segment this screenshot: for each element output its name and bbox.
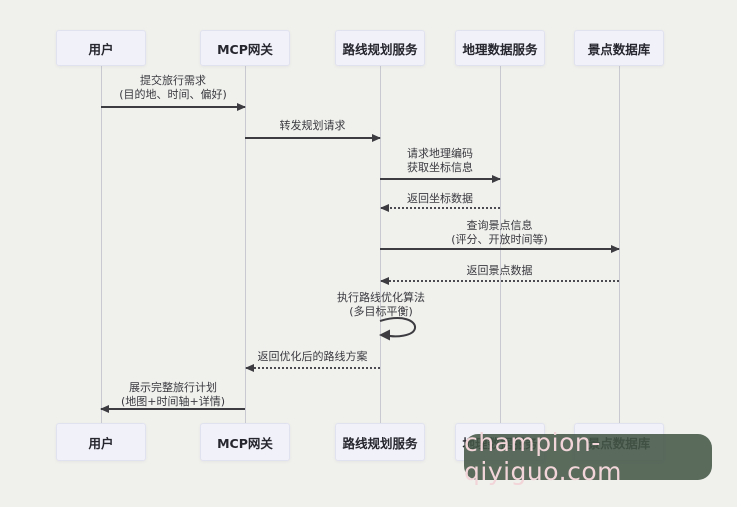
actor-top-route-planning-service: 路线规划服务: [335, 30, 425, 66]
arrowhead-left-icon: [380, 204, 389, 212]
arrowhead-left-icon: [380, 277, 389, 285]
lifeline-geo-data-service: [500, 66, 501, 423]
message-label-run-route-optimization: 执行路线优化算法 (多目标平衡): [337, 291, 425, 318]
message-label-return-poi-data: 返回景点数据: [466, 264, 533, 277]
arrow-request-geocoding: [380, 175, 501, 183]
actor-label: 景点数据库: [587, 41, 651, 57]
message-label-forward-planning-request: 转发规划请求: [279, 119, 346, 132]
actor-label: 路线规划服务: [342, 435, 418, 451]
actor-bottom-mcp-gateway: MCP网关: [200, 423, 290, 461]
actor-label: MCP网关: [217, 435, 273, 451]
arrowhead-right-icon: [611, 245, 620, 253]
actor-label: 路线规划服务: [342, 41, 418, 57]
watermark-badge: champion-qiyiguo.com: [464, 428, 712, 486]
lifeline-user: [101, 66, 102, 423]
lifeline-poi-database: [619, 66, 620, 423]
arrowhead-left-icon: [100, 405, 109, 413]
actor-label: 用户: [88, 435, 114, 451]
actor-top-poi-database: 景点数据库: [574, 30, 664, 66]
arrow-return-poi-data: [380, 277, 619, 285]
message-label-submit-travel-request: 提交旅行需求 (目的地、时间、偏好): [119, 74, 227, 101]
message-label-query-poi-info: 查询景点信息 (评分、开放时间等): [451, 219, 548, 246]
actor-label: 地理数据服务: [462, 41, 538, 57]
arrowhead-right-icon: [372, 134, 381, 142]
arrow-forward-planning-request: [245, 134, 381, 142]
actor-bottom-route-planning-service: 路线规划服务: [335, 423, 425, 461]
lifeline-mcp-gateway: [245, 66, 246, 423]
arrow-submit-travel-request: [101, 103, 246, 111]
actor-top-mcp-gateway: MCP网关: [200, 30, 290, 66]
lifeline-route-planning-service: [380, 66, 381, 423]
watermark-text: champion-qiyiguo.com: [464, 428, 622, 486]
arrow-query-poi-info: [380, 245, 620, 253]
message-label-return-coordinates: 返回坐标数据: [407, 192, 473, 205]
actor-top-user: 用户: [56, 30, 146, 66]
actor-top-geo-data-service: 地理数据服务: [455, 30, 545, 66]
arrowhead-right-icon: [492, 175, 501, 183]
arrow-return-optimized-route: [245, 364, 380, 372]
arrowhead-right-icon: [237, 103, 246, 111]
self-loop-arrow: [379, 317, 416, 341]
arrowhead-left-icon: [245, 364, 254, 372]
message-label-request-geocoding: 请求地理编码 获取坐标信息: [407, 147, 473, 174]
actor-label: MCP网关: [217, 41, 273, 57]
message-label-return-optimized-route: 返回优化后的路线方案: [257, 350, 368, 363]
actor-label: 用户: [88, 41, 114, 57]
arrow-show-travel-plan: [100, 405, 245, 413]
message-label-show-travel-plan: 展示完整旅行计划 (地图+时间轴+详情): [120, 381, 226, 408]
arrow-return-coordinates: [380, 204, 500, 212]
actor-bottom-user: 用户: [56, 423, 146, 461]
